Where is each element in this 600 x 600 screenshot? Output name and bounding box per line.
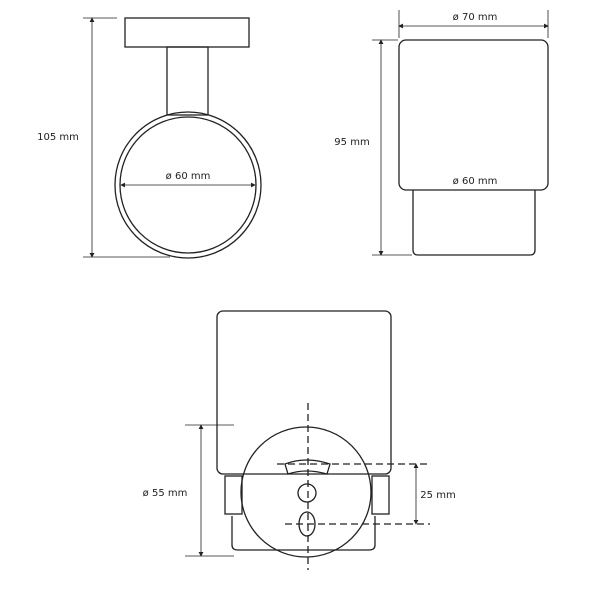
cup-body-front: [216, 310, 392, 475]
ring-outer: [114, 111, 262, 259]
upper-slot: [284, 459, 331, 475]
ring-inner: [119, 116, 257, 254]
cup-body: [398, 39, 549, 191]
cup-view: ø 70 mm ø 60 mm 95 mm: [334, 10, 549, 256]
plate-diameter-label: ø 55 mm: [143, 488, 188, 499]
cup-base-front: [231, 516, 376, 551]
wall-plate: [124, 17, 250, 48]
cup-top-diameter-label: ø 70 mm: [453, 12, 498, 23]
cup-bottom-diameter-label: ø 60 mm: [453, 176, 498, 187]
center-hole: [297, 483, 317, 503]
side-view-holder: ø 60 mm 105 mm: [37, 17, 262, 259]
cup-height-label: 95 mm: [334, 137, 369, 148]
ring-diameter-label: ø 60 mm: [166, 171, 211, 182]
wall-plate-front: [240, 426, 372, 558]
hole-spacing-label: 25 mm: [420, 490, 455, 501]
stem: [166, 46, 209, 116]
front-view: 25 mm ø 55 mm: [143, 310, 456, 570]
cup-base: [412, 190, 536, 256]
holder-height-label: 105 mm: [37, 132, 79, 143]
